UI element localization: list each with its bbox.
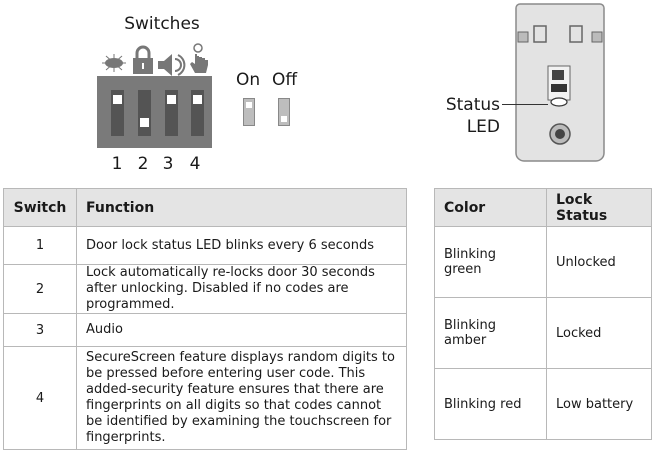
switch-cell: 4 (3, 346, 77, 450)
speaker-icon (158, 54, 186, 76)
lock-status-cell: Locked (546, 297, 652, 369)
function-cell: Lock automatically re-locks door 30 seco… (76, 264, 407, 314)
off-knob (281, 116, 287, 122)
table-row: Blinking green Unlocked (434, 226, 652, 298)
function-cell: Audio (76, 313, 407, 347)
dip-switch-2[interactable] (138, 90, 151, 136)
lock-status-cell: Unlocked (546, 226, 652, 298)
color-table-header-row: Color Lock Status (434, 188, 652, 227)
switch-function-table: Switch Function 1 Door lock status LED b… (3, 188, 407, 450)
led-icon (102, 54, 126, 72)
status-led-label: Status LED (436, 94, 500, 138)
switch-number-2: 2 (137, 154, 149, 174)
table-row: Blinking red Low battery (434, 368, 652, 440)
dip-switch-1[interactable] (111, 90, 124, 136)
switch-column-header: Switch (3, 188, 77, 227)
led-color-table: Color Lock Status Blinking green Unlocke… (434, 188, 652, 440)
function-cell: SecureScreen feature displays random dig… (76, 346, 407, 450)
status-led-label-line1: Status (445, 95, 500, 115)
switch-cell: 2 (3, 264, 77, 314)
switch-cell: 3 (3, 313, 77, 347)
lock-icon (133, 45, 153, 74)
status-led (550, 97, 568, 107)
switch-table-header-row: Switch Function (3, 188, 407, 227)
table-row: 1 Door lock status LED blinks every 6 se… (3, 226, 407, 265)
color-cell: Blinking red (434, 368, 547, 440)
on-position-example (243, 98, 255, 126)
dip-switch-4[interactable] (191, 90, 204, 136)
table-row: 2 Lock automatically re-locks door 30 se… (3, 264, 407, 314)
dip-switch-3-knob (167, 95, 176, 104)
finger-touch-icon (190, 43, 208, 73)
dip-switch-1-knob (113, 95, 122, 104)
function-column-header: Function (76, 188, 407, 227)
table-row: 4 SecureScreen feature displays random d… (3, 346, 407, 450)
lock-status-cell: Low battery (546, 368, 652, 440)
on-knob (246, 102, 252, 108)
color-column-header: Color (434, 188, 547, 227)
color-cell: Blinking amber (434, 297, 547, 369)
color-cell: Blinking green (434, 226, 547, 298)
switch-icons (102, 43, 208, 76)
status-led-leader-line (502, 104, 548, 105)
dip-switch-4-knob (193, 95, 202, 104)
switch-number-4: 4 (189, 154, 201, 174)
table-row: Blinking amber Locked (434, 297, 652, 369)
function-cell: Door lock status LED blinks every 6 seco… (76, 226, 407, 265)
switch-cell: 1 (3, 226, 77, 265)
dip-switch-2-knob (140, 118, 149, 127)
dip-switch-3[interactable] (165, 90, 178, 136)
switch-number-1: 1 (111, 154, 123, 174)
lock-status-column-header: Lock Status (546, 188, 652, 227)
table-row: 3 Audio (3, 313, 407, 347)
switch-number-3: 3 (162, 154, 174, 174)
dip-switch-block (97, 76, 212, 148)
off-label: Off (272, 70, 298, 90)
on-label: On (236, 70, 261, 90)
switches-title: Switches (124, 14, 200, 34)
off-position-example (278, 98, 290, 126)
lock-device-back (515, 3, 605, 162)
status-led-label-line2: LED (466, 117, 500, 137)
